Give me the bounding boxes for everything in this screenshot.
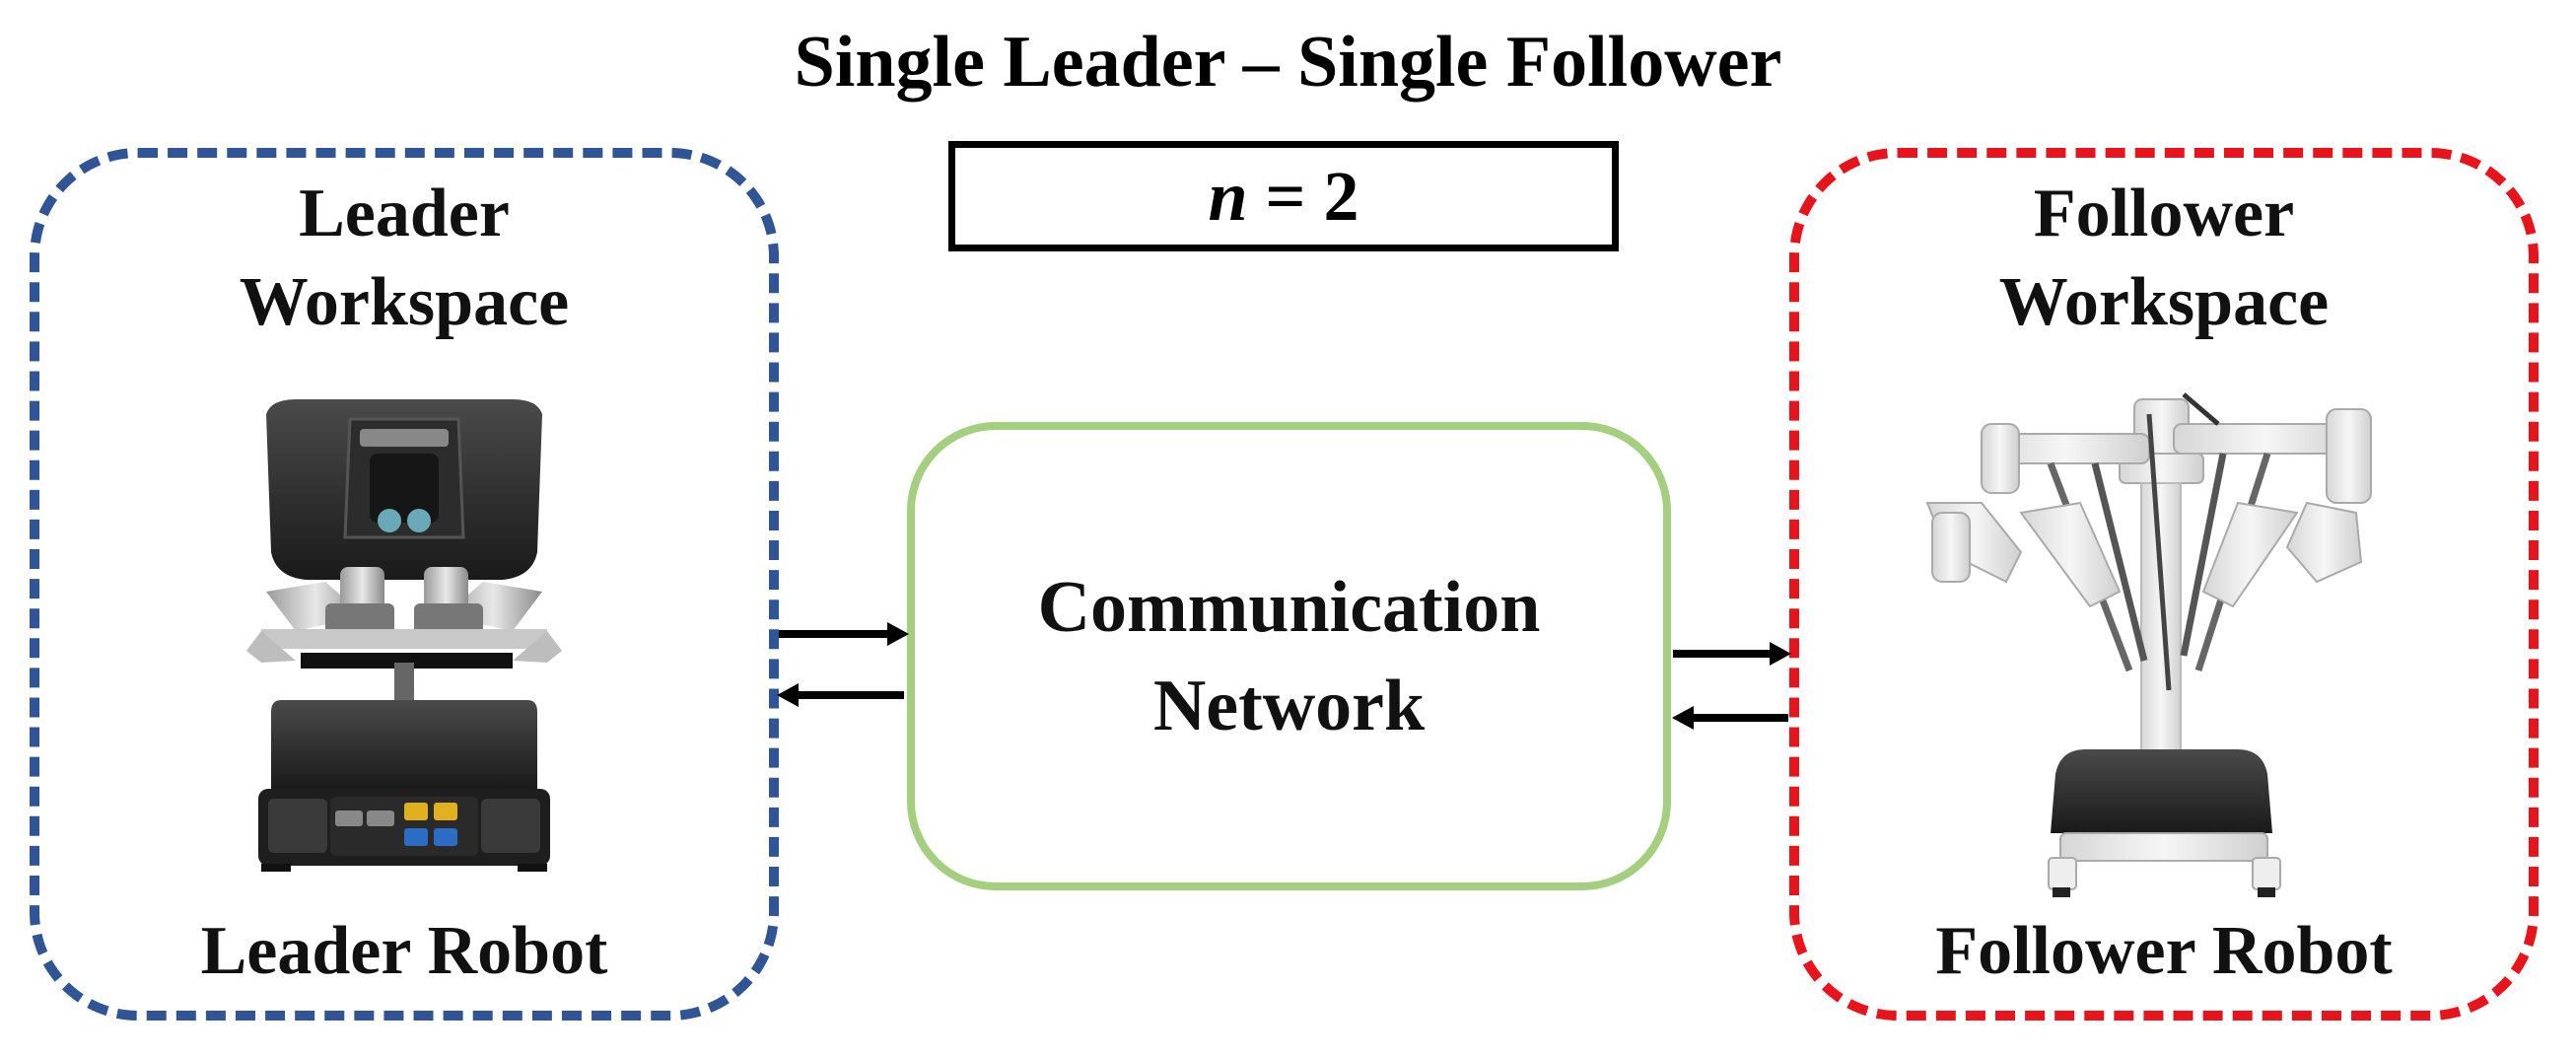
- arrow-right-icon: [779, 622, 909, 646]
- arrow-right-icon: [1673, 642, 1791, 666]
- leader-workspace-box: [30, 148, 779, 1021]
- arrow-left-icon: [777, 683, 904, 707]
- leader-robot-label: Leader Robot: [200, 913, 608, 989]
- follower-workspace-box: [1789, 148, 2539, 1021]
- leader-workspace-title: Leader Workspace: [30, 170, 779, 347]
- leader-workspace-line2: Workspace: [239, 264, 570, 340]
- follower-workspace-title: Follower Workspace: [1789, 170, 2539, 347]
- leader-console-icon: [246, 399, 562, 872]
- n-operator: =: [1247, 156, 1324, 236]
- arrow-left-icon: [1672, 706, 1788, 730]
- leader-workspace-line1: Leader: [299, 176, 510, 251]
- n-equation-box: n = 2: [948, 141, 1619, 251]
- n-value: 2: [1323, 156, 1359, 236]
- network-line1: Communication: [1037, 566, 1541, 648]
- follower-robot-icon: [1925, 392, 2372, 897]
- network-line2: Network: [1152, 665, 1426, 746]
- follower-workspace-line2: Workspace: [1998, 264, 2330, 340]
- follower-robot-label: Follower Robot: [1935, 913, 2393, 989]
- n-variable: n: [1208, 156, 1248, 236]
- diagram-title: Single Leader – Single Follower: [794, 22, 1782, 103]
- follower-workspace-line1: Follower: [2033, 176, 2295, 251]
- communication-network-box: Communication Network: [907, 422, 1671, 890]
